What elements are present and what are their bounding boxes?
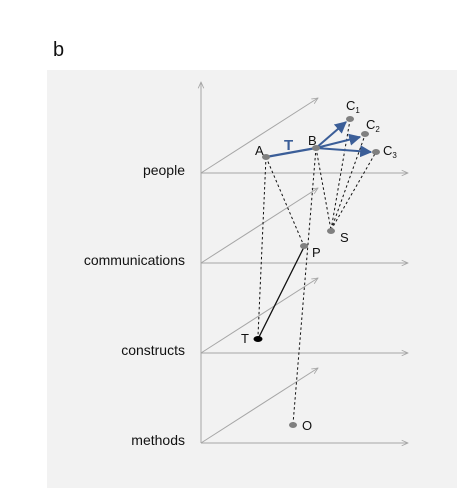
edge-T-P xyxy=(257,246,305,340)
layer-plane-people xyxy=(200,98,408,173)
layer-plane-communications xyxy=(200,188,408,263)
node-A xyxy=(262,154,270,160)
edge-S-C2 xyxy=(330,134,366,231)
edge-B-O xyxy=(292,147,317,425)
node-C1 xyxy=(346,116,354,122)
edge-A-B-tie xyxy=(265,146,317,159)
layer-plane-methods xyxy=(200,368,408,443)
node-label-A: A xyxy=(255,143,264,158)
people-arrows xyxy=(315,121,373,158)
node-P xyxy=(300,243,308,249)
node-label-C3: C3 xyxy=(383,143,397,160)
edge-B-C3 xyxy=(315,145,373,158)
node-T xyxy=(253,336,263,342)
layer-label-communications: communications xyxy=(84,252,185,268)
node-label-S: S xyxy=(340,230,349,245)
node-label-C2: C2 xyxy=(366,117,380,134)
node-label-B: B xyxy=(308,133,317,148)
dotted-edges xyxy=(257,119,377,425)
node-O xyxy=(289,422,297,428)
panel-label: b xyxy=(53,39,64,61)
node-C3 xyxy=(372,149,380,155)
node-label-T: T xyxy=(241,331,249,346)
edge-A-P xyxy=(265,156,305,247)
node-B xyxy=(312,145,320,151)
edge-A-T xyxy=(257,156,267,337)
node-C2 xyxy=(361,131,369,137)
diagram-panel-background xyxy=(47,70,457,488)
edge-B-S xyxy=(315,147,332,231)
tie-label: T xyxy=(284,137,293,154)
edge-B-C2 xyxy=(315,133,362,149)
node-label-P: P xyxy=(312,245,321,260)
edge-S-C3 xyxy=(330,151,377,231)
layer-label-constructs: constructs xyxy=(121,342,185,358)
edge-S-C1 xyxy=(330,119,351,231)
layer-label-people: people xyxy=(143,162,185,178)
node-S xyxy=(327,228,335,234)
layer-plane-constructs xyxy=(200,278,408,353)
edge-B-C1 xyxy=(315,121,347,149)
node-label-C1: C1 xyxy=(346,98,360,115)
node-label-O: O xyxy=(302,418,312,433)
layer-label-methods: methods xyxy=(131,432,185,448)
